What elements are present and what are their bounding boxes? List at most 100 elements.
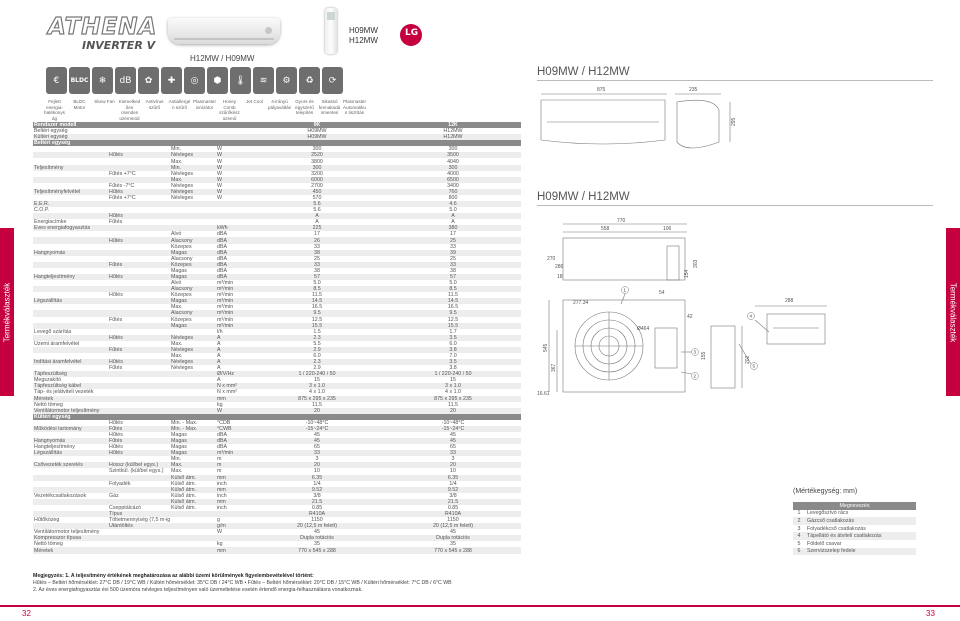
outdoor-left-a: 270 — [547, 256, 556, 262]
spec-cell: A — [217, 340, 221, 347]
feature-caption: Antivírus szűrő — [145, 99, 164, 110]
spec-cell: 1 / 220-240 / 50 — [249, 371, 385, 378]
spec-cell — [108, 413, 170, 420]
feature-caption: Fejlett energia-hatékonyság — [44, 99, 65, 121]
spec-cell: Magas — [170, 322, 216, 329]
spec-cell: mm — [216, 498, 249, 505]
spec-cell: kWh — [216, 225, 249, 232]
spec-cell: Közepes — [171, 292, 192, 299]
feature-caption: Gyors és egyszerű telepítés — [295, 99, 314, 115]
smart-icon: ♻ — [299, 67, 320, 94]
spec-cell — [108, 310, 170, 317]
dimension-drawings: 875 235 295 770 558 106 270 286 18 154 3… — [537, 87, 827, 397]
antiallergen-icon: ✚ — [161, 67, 182, 94]
spec-cell: W — [216, 188, 249, 195]
spec-cell: Éves energiafogyasztás — [33, 225, 108, 232]
spec-cell: 1.5 — [313, 328, 321, 335]
spec-cell: Max. — [170, 176, 216, 183]
outdoor-title-rule — [537, 205, 933, 206]
spec-cell — [108, 201, 170, 208]
spec-cell: Fűtés — [108, 346, 170, 353]
spec-cell: 21.5 — [249, 498, 385, 505]
spec-cell: Méretek — [33, 395, 108, 402]
spec-cell: Hűtés — [108, 450, 170, 457]
outdoor-mid-value: 277.34 — [573, 300, 589, 306]
spec-cell: 57 — [385, 273, 521, 281]
spec-cell: H09MW — [249, 134, 385, 141]
spec-cell: Közepes — [171, 243, 192, 250]
spec-cell: A — [451, 219, 455, 226]
spec-cell: m³/min — [216, 286, 249, 293]
spec-cell: 5.5 — [313, 340, 321, 347]
notes: Megjegyzés: 1. A teljesítmény értékének … — [33, 573, 593, 594]
auto-clean-icon: ⟳ — [322, 67, 343, 94]
page-number-left: 32 — [22, 609, 31, 618]
spec-cell: 26 — [249, 237, 385, 244]
spec-cell: Beltéri egység — [34, 128, 68, 135]
spec-cell: A — [315, 219, 319, 226]
spec-cell: 4040 — [447, 158, 459, 165]
feature-caption: Skew Fan — [94, 99, 115, 104]
spec-cell — [33, 511, 108, 518]
spec-cell: Teljesítményfelvétel — [33, 188, 108, 195]
spec-cell: Névleges — [171, 194, 194, 201]
callout-3-label: 3 — [694, 350, 697, 355]
indoor-title-rule — [537, 80, 933, 81]
spec-cell: 4.6 — [385, 201, 521, 208]
spec-cell: Fűtés — [109, 365, 123, 372]
spec-cell — [216, 413, 249, 420]
spec-cell: 300 — [249, 164, 385, 171]
spec-cell: Külső átm. — [171, 492, 197, 499]
brand-name: ATHENA — [47, 13, 158, 40]
indoor-height-value: 295 — [731, 117, 737, 126]
spec-cell: 20 — [385, 462, 521, 469]
spec-cell: Ventilátormotor teljesítmény — [34, 529, 100, 536]
feature-caption: Plasmaster Automatikus tisztítás — [343, 99, 366, 115]
spec-cell: 21.5 — [385, 498, 521, 505]
spec-cell — [216, 511, 249, 518]
spec-cell: C.O.P. — [34, 207, 50, 214]
spec-cell — [170, 225, 216, 232]
spec-cell: 3/8 — [313, 492, 321, 499]
spec-cell: Fűtés +7°C — [109, 194, 136, 201]
spec-cell: 11.5 — [312, 292, 322, 299]
spec-cell — [170, 122, 216, 129]
spec-cell: Energiacímke — [34, 219, 67, 226]
spec-cell — [216, 122, 249, 129]
legend-head: Megnevezés — [793, 502, 916, 510]
spec-cell: A — [217, 377, 221, 384]
spec-cell: 3 — [451, 456, 455, 463]
spec-cell: mm — [216, 547, 249, 554]
spec-cell: 3 x 1.0 — [249, 383, 385, 390]
spec-cell: Magas — [171, 444, 187, 451]
spec-cell: 3.8 — [449, 365, 457, 372]
spec-cell: 38 — [450, 267, 456, 274]
spec-cell — [170, 535, 216, 542]
spec-cell: Fűtés -7°C — [109, 182, 135, 189]
spec-cell: 5.6 — [313, 207, 321, 214]
spec-cell: Hangteljesítmény — [34, 444, 75, 451]
spec-cell: Alacsony — [170, 286, 216, 293]
spec-cell — [216, 213, 249, 220]
spec-cell: Hűtés — [108, 273, 170, 281]
callout-5-label: 5 — [753, 364, 756, 369]
spec-cell: 3200 — [311, 170, 323, 177]
outdoor-top-inner-value: 558 — [601, 226, 610, 232]
spec-cell: Min. - Max. — [170, 425, 216, 432]
spec-cell: Méretek — [33, 547, 108, 554]
brand-subname: INVERTER V — [82, 39, 156, 52]
spec-cell: m — [217, 456, 222, 463]
spec-cell: 15 — [314, 377, 320, 384]
spec-cell: Közepes — [170, 261, 216, 268]
spec-cell: 9.52 — [249, 486, 385, 493]
spec-cell: m³/min — [216, 450, 249, 457]
spec-cell: Kültéri egység — [33, 413, 108, 420]
